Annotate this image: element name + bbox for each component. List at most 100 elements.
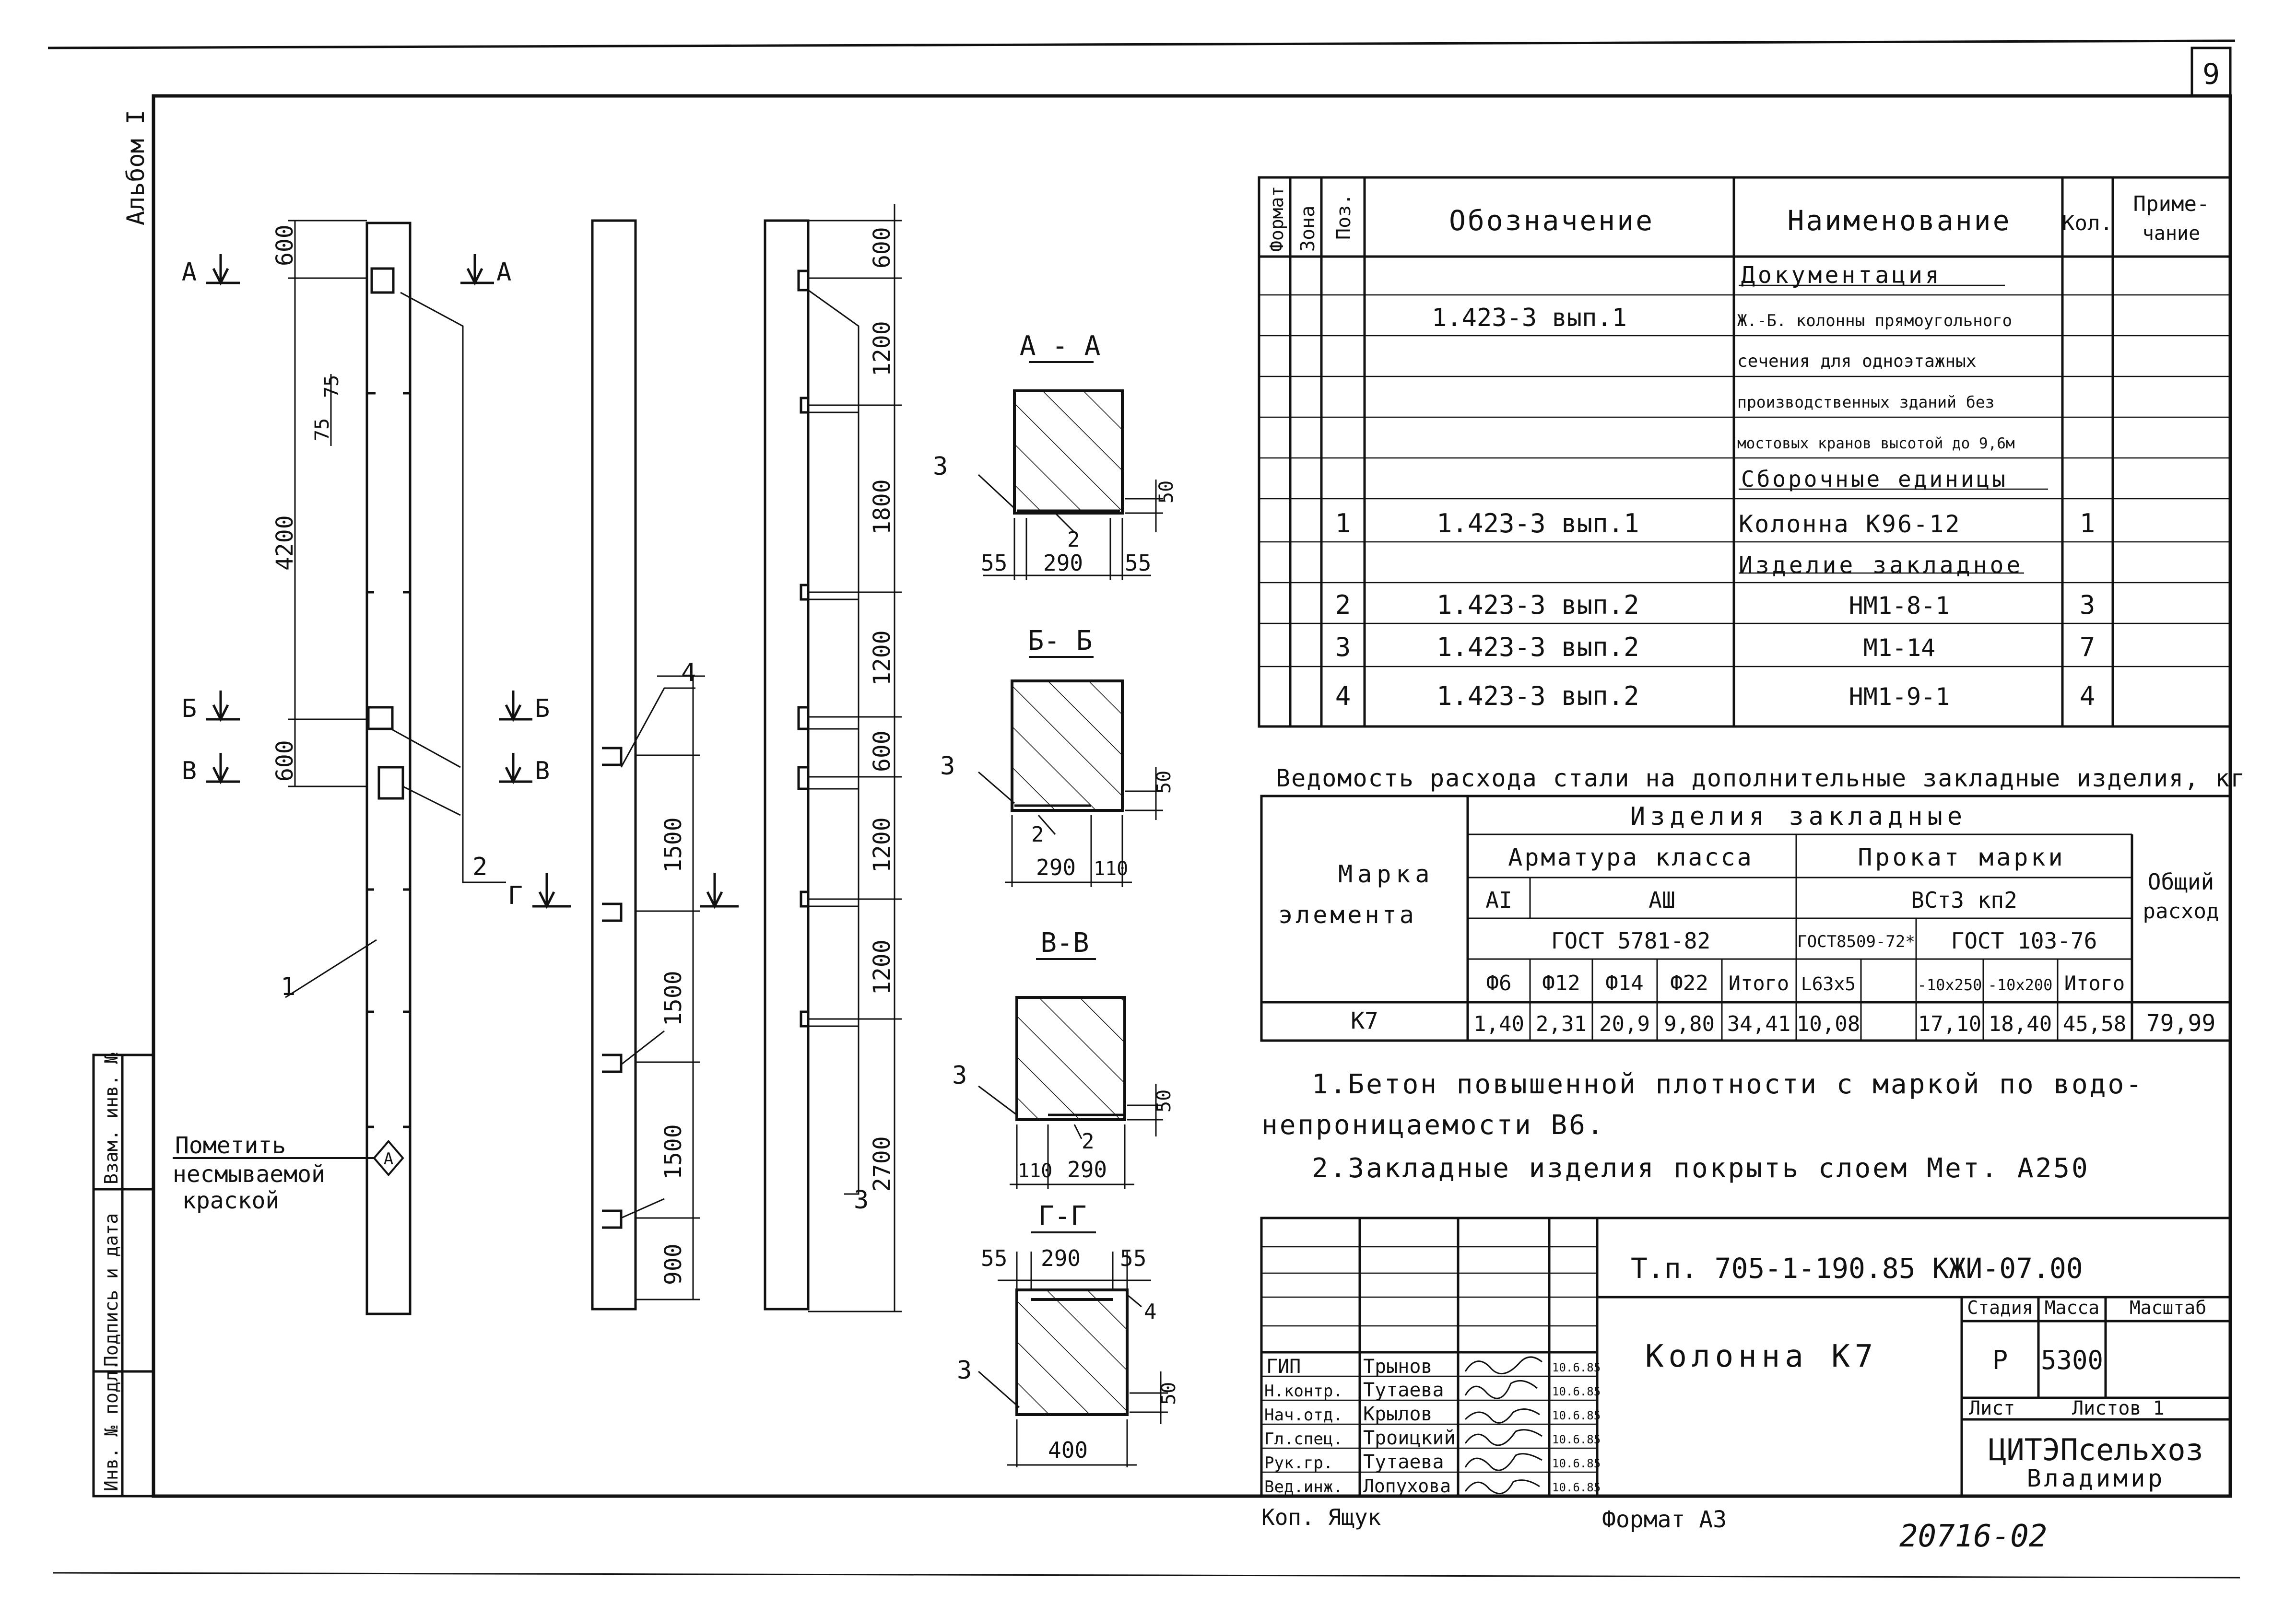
steel-a1: AI [1485,887,1512,913]
section-mark-g: Г [508,881,523,910]
spec-row-7-naim: Изделие закладное [1739,552,2023,579]
section-g-dim-55b: 55 [1120,1245,1146,1271]
section-mark-b-left: Б [182,694,197,723]
note-mark-line1: Пометить [175,1132,286,1159]
spec-row-4-naim: мостовых кранов высотой до 9,6м [1737,435,2015,452]
spec-h-kol: Кол. [2062,211,2113,235]
section-a-dim-290: 290 [1043,550,1083,576]
section-a-dim-55b: 55 [1125,550,1151,576]
steel-elementa: элемента [1278,901,1417,929]
name-vedinzh: Лопухова [1363,1475,1451,1497]
date-5: 10.6.85 [1552,1457,1601,1470]
title-massa-label: Масса [2045,1297,2099,1318]
note-mark-line2: несмываемой [173,1161,325,1188]
section-g-title: Г-Г [1038,1201,1086,1232]
dim-c3-a: 600 [869,227,895,269]
section-a-callout-3: 3 [933,452,948,481]
callout-1: 1 [281,972,295,1001]
steel-gost2: ГОСТ8509-72* [1797,932,1915,951]
steel-obshchiy: Общий [2148,869,2214,895]
section-g-dim-400: 400 [1048,1437,1088,1463]
callout-3: 3 [854,1186,869,1215]
title-block: Т.п. 705-1-190.85 КЖИ-07.00 Колонна К7 С… [1260,1217,2232,1498]
date-4: 10.6.85 [1552,1433,1601,1446]
steel-table: Марка элемента Изделия закладные Арматур… [1260,795,2232,1042]
steel-col-f6: Ф6 [1486,971,1512,995]
steel-val-10x200: 18,40 [1989,1012,2052,1036]
spec-row-6-oboz: 1.423-3 вып.1 [1436,508,1639,539]
title-org2: Владимир [2027,1464,2166,1492]
mark-diamond-letter: А [384,1149,393,1169]
spec-row-9-kol: 7 [2080,632,2096,662]
dim-c1-600a: 600 [271,224,298,266]
steel-gost3: ГОСТ 103-76 [1951,928,2097,954]
steel-gost1: ГОСТ 5781-82 [1551,928,1710,954]
title-masshtab-label: Масштаб [2130,1297,2206,1318]
spec-h-poz: Поз. [1333,194,1355,240]
steel-val-10x250: 17,10 [1918,1012,1981,1036]
dim-c3-b: 1200 [869,321,895,376]
dim-c1-600b: 600 [271,740,298,782]
section-v-v: В-В 3 2 110 290 50 [952,927,1175,1189]
section-mark-lines [206,254,739,909]
name-glspec: Троицкий [1363,1427,1456,1449]
dims-col1 [288,220,367,787]
signatures [1464,1356,1542,1494]
section-v-dim-50: 50 [1153,1089,1175,1112]
role-rukgr: Рук.гр. [1264,1453,1333,1473]
stamp-vzam: Взам. инв. № [101,1053,122,1184]
dim-c3-f: 1200 [869,817,895,873]
spec-h-format: Формат [1266,186,1287,252]
steel-marka: Марка [1338,860,1435,888]
spec-row-10-kol: 4 [2080,681,2096,711]
dims-col2 [636,675,705,1300]
footer-number: 20716-02 [1899,1519,2047,1554]
section-b-title: Б- Б [1028,625,1093,656]
spec-row-8-naim: НМ1-8-1 [1849,592,1950,620]
title-name: Колонна К7 [1645,1339,1878,1374]
steel-val-itogo1: 34,41 [1727,1012,1790,1036]
dim-c2-900: 900 [660,1243,687,1285]
spec-row-8-poz: 2 [1335,590,1351,620]
note-1-cont: непроницаемости В6. [1261,1110,1605,1141]
steel-vst: ВСт3 кп2 [1911,887,2017,913]
spec-row-6-poz: 1 [1335,508,1351,539]
mark-diamond [173,1139,404,1177]
steel-val-l63: 10,08 [1797,1012,1860,1036]
dim-c3-h: 2700 [869,1136,895,1192]
dim-c1-4200: 4200 [271,515,298,571]
note-1: 1.Бетон повышенной плотности с маркой по… [1312,1069,2144,1100]
column-elevation-1 [365,222,412,1315]
section-v-title: В-В [1040,927,1089,959]
dim-c2-1500c: 1500 [660,1124,687,1180]
spec-row-6-kol: 1 [2080,508,2096,539]
section-v-dim-110: 110 [1018,1160,1052,1182]
spec-row-10-oboz: 1.423-3 вып.2 [1436,681,1639,711]
section-a-dim-50: 50 [1155,480,1177,504]
left-stamp [92,1054,155,1498]
title-org1: ЦИТЭПсельхоз [1989,1432,2203,1467]
column-elevation-3 [764,219,810,1311]
section-a-a: А - А 3 2 55 290 55 50 [933,330,1177,580]
callout-2: 2 [472,853,487,881]
steel-izdeliya: Изделия закладные [1630,802,1967,831]
steel-col-f12: Ф12 [1542,971,1580,995]
steel-val-f12: 2,31 [1536,1012,1587,1036]
steel-armatura: Арматура класса [1508,843,1754,871]
spec-row-9-oboz: 1.423-3 вып.2 [1436,632,1639,662]
spec-row-9-poz: 3 [1335,632,1351,662]
spec-h-prim1: Приме- [2133,192,2210,216]
steel-col-f22: Ф22 [1670,971,1708,995]
steel-col-itogo2: Итого [2064,972,2125,995]
section-b-b: Б- Б 3 2 290 110 50 [940,625,1175,887]
dims-col3 [808,204,902,1312]
title-stadiya: Р [1992,1345,2008,1375]
note-mark-line3: краской [182,1187,279,1214]
section-g-dim-55a: 55 [981,1245,1007,1271]
sheet-frame [47,39,2240,1579]
steel-col-10x250: -10x250 [1918,976,1982,994]
stamp-inv-podl: Инв. № подл. [101,1359,122,1491]
steel-prokat: Прокат марки [1858,843,2065,871]
section-g-callout-3: 3 [957,1356,972,1385]
